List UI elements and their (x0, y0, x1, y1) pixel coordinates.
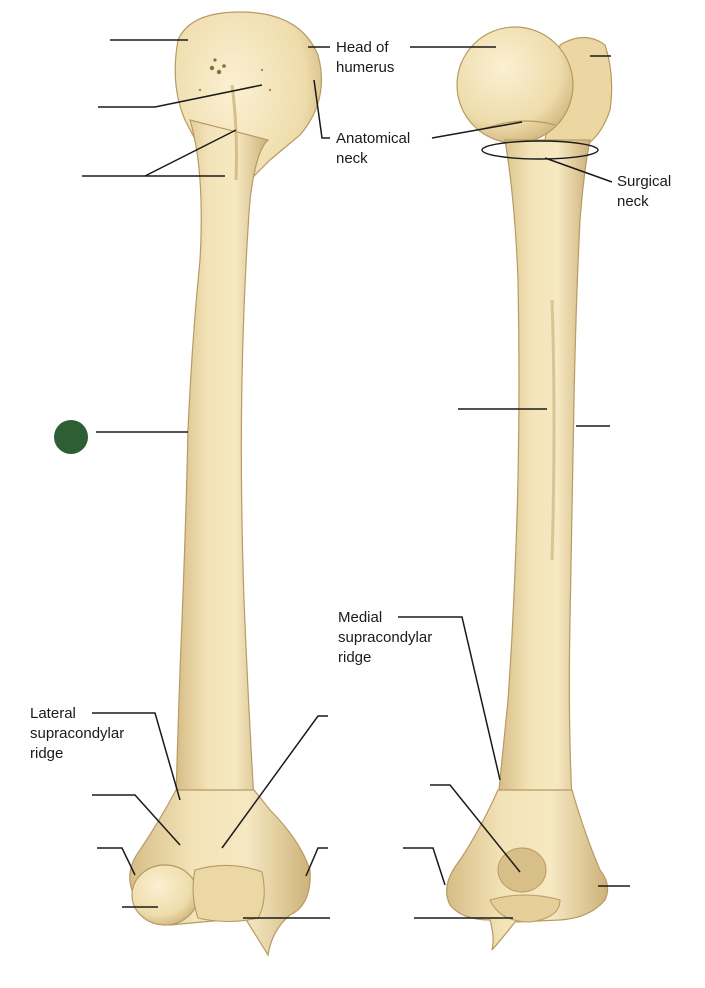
anterior-humerus (129, 11, 323, 957)
surgical-neck-ring (481, 140, 599, 160)
anterior-trochlea (192, 864, 265, 923)
blank-line-lesser-tubercle (98, 84, 263, 108)
posterior-head (456, 26, 574, 144)
anterior-capitulum (131, 864, 199, 926)
leader-lines (82, 39, 630, 919)
posterior-shaft (497, 139, 591, 801)
label-head-of-humerus-1: Head of (336, 39, 389, 56)
label-medial-supracondylar-3: ridge (338, 649, 372, 666)
label-surgical-neck-2: neck (617, 193, 649, 210)
label-head-of-humerus-2: humerus (336, 59, 395, 76)
blank-line-radial-fossa (92, 794, 181, 846)
label-medial-supracondylar-2: supracondylar (338, 629, 433, 646)
blank-line-posterior-medial-epicondyle (403, 847, 446, 886)
label-medial-supracondylar-1: Medial (338, 609, 383, 626)
label-lateral-supracondylar-1: Lateral (30, 705, 76, 722)
label-anatomical-neck-2: neck (336, 150, 368, 167)
blank-line-coronoid-fossa (221, 715, 328, 849)
blank-line-olecranon-fossa (430, 784, 521, 873)
posterior-humerus (446, 26, 613, 951)
label-lateral-supracondylar-3: ridge (30, 745, 64, 762)
anterior-shaft (175, 119, 270, 801)
label-lateral-supracondylar-2: supracondylar (30, 725, 125, 742)
blank-line-medial-epicondyle (305, 847, 328, 877)
blank-line-lateral-epicondyle (97, 847, 136, 876)
label-surgical-neck-1: Surgical (617, 173, 672, 190)
green-dot-icon[interactable] (54, 420, 88, 454)
label-anatomical-neck-1: Anatomical (336, 130, 411, 147)
